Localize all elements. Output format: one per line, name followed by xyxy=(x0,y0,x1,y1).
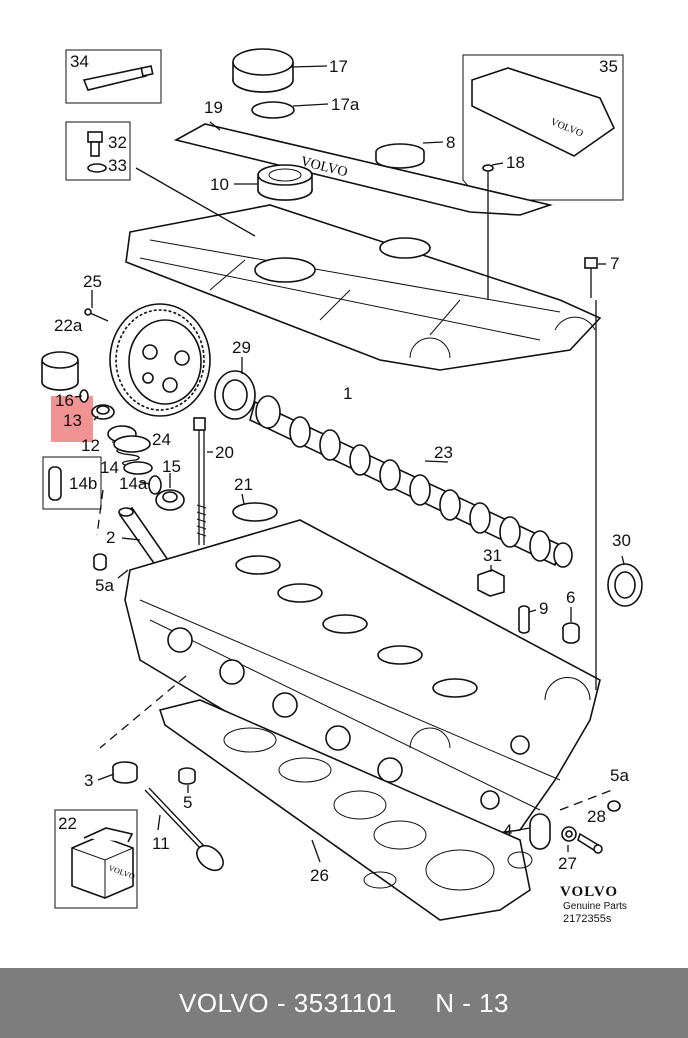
label-13: 13 xyxy=(63,411,82,430)
label-15: 15 xyxy=(162,457,181,476)
footer-bar: VOLVO - 3531101 N - 13 xyxy=(0,968,688,1038)
label-8: 8 xyxy=(446,133,455,152)
label-10: 10 xyxy=(210,175,229,194)
label-34: 34 xyxy=(70,52,89,71)
footer-separator: - xyxy=(269,987,294,1018)
diagram-code: 2172355s xyxy=(563,913,612,925)
part-24-cam-pulley xyxy=(109,303,211,417)
part-7-bolt xyxy=(584,257,598,298)
label-14a: 14a xyxy=(119,474,148,493)
part-22a-tappet xyxy=(41,351,79,391)
part-19-cover-plate xyxy=(173,123,553,216)
leader-lines xyxy=(74,65,625,863)
part-5a-dowel-left xyxy=(93,553,107,571)
label-32: 32 xyxy=(108,133,127,152)
label-33: 33 xyxy=(108,156,127,175)
label-9: 9 xyxy=(539,599,548,618)
label-22: 22 xyxy=(58,814,77,833)
part-4-bush xyxy=(529,813,551,850)
label-12: 12 xyxy=(81,436,100,455)
brand-genuine-parts: Genuine Parts xyxy=(563,901,627,912)
part-15-valve-cup xyxy=(155,489,185,511)
part-6-plug xyxy=(562,622,580,644)
label-18: 18 xyxy=(506,153,525,172)
part-23-camshaft xyxy=(249,395,573,568)
part-32-33-bolt-box xyxy=(65,121,131,181)
label-17a: 17a xyxy=(331,95,360,114)
part-5-bush xyxy=(178,767,196,785)
label-19: 19 xyxy=(204,98,223,117)
label-22a: 22a xyxy=(54,316,83,335)
label-17: 17 xyxy=(329,57,348,76)
label-30: 30 xyxy=(612,531,631,550)
label-20: 20 xyxy=(215,443,234,462)
label-2: 2 xyxy=(106,528,115,547)
part-14a-seat xyxy=(148,475,162,495)
part-26-head-gasket xyxy=(158,699,533,921)
part-25-screw xyxy=(84,308,109,322)
part-28-bolt xyxy=(577,832,603,854)
label-6: 6 xyxy=(566,588,575,607)
label-14: 14 xyxy=(100,458,119,477)
part-3-seat-ring xyxy=(112,761,138,784)
footer-gap xyxy=(397,988,436,1019)
label-1: 1 xyxy=(343,384,352,403)
footer-brand: VOLVO xyxy=(178,987,270,1018)
part-35-engine-cover-box: VOLVO xyxy=(462,54,624,201)
reference-lines xyxy=(96,185,613,811)
label-21: 21 xyxy=(234,475,253,494)
label-7: 7 xyxy=(610,254,619,273)
part-10-filler-neck xyxy=(257,164,313,201)
part-18-screw xyxy=(482,164,494,186)
brand-logo: VOLVO xyxy=(560,884,618,900)
part-13-valve-seal xyxy=(91,404,115,420)
footer-position: N - 13 xyxy=(435,987,509,1018)
label-31: 31 xyxy=(483,546,502,565)
brand-block: VOLVO Genuine Parts 2172355s xyxy=(560,884,627,925)
label-11: 11 xyxy=(152,834,170,853)
part-11-valve xyxy=(144,787,224,872)
highlight-marker xyxy=(51,396,93,442)
part-22-tappet-box: VOLVO xyxy=(54,809,138,909)
label-14b: 14b xyxy=(69,474,97,493)
label-27: 27 xyxy=(558,854,577,873)
part-1-camshaft-cover xyxy=(125,204,602,371)
part-labels: 34 17 35 19 17a 32 33 8 18 10 7 25 22a 2… xyxy=(54,52,631,885)
exploded-parts-diagram: VOLVO VOLVO xyxy=(41,48,643,925)
label-5a-left: 5a xyxy=(95,576,114,595)
part-17a-seal xyxy=(251,101,295,119)
label-35: 35 xyxy=(599,57,618,76)
label-29: 29 xyxy=(232,338,251,357)
label-16: 16 xyxy=(55,391,74,410)
label-4: 4 xyxy=(503,821,512,840)
part-14b-box xyxy=(42,456,102,510)
part-30-seal xyxy=(607,563,643,607)
part-34-sealant-box xyxy=(65,49,162,104)
part-20-head-bolt xyxy=(193,417,207,545)
part-14-valve-spring xyxy=(111,435,153,475)
label-26: 26 xyxy=(310,866,329,885)
part-29-seal xyxy=(214,370,256,420)
part-8-plug xyxy=(375,143,425,169)
cylinder-head xyxy=(124,519,601,841)
label-25: 25 xyxy=(83,272,102,291)
footer-part-number: 3531101 xyxy=(293,987,397,1018)
part-2-valve-guide xyxy=(118,506,170,568)
part-5a-dowel-right xyxy=(607,800,621,812)
part-9-pin xyxy=(518,605,530,634)
part-21-o-ring xyxy=(232,502,278,522)
part-17-oil-cap xyxy=(232,48,294,93)
label-5a-right: 5a xyxy=(610,766,629,785)
label-23: 23 xyxy=(434,443,453,462)
label-28: 28 xyxy=(587,807,606,826)
label-5: 5 xyxy=(183,793,192,812)
label-24: 24 xyxy=(152,430,171,449)
part-27-washer xyxy=(561,826,577,842)
label-3: 3 xyxy=(84,771,93,790)
part-31-block xyxy=(477,569,505,597)
